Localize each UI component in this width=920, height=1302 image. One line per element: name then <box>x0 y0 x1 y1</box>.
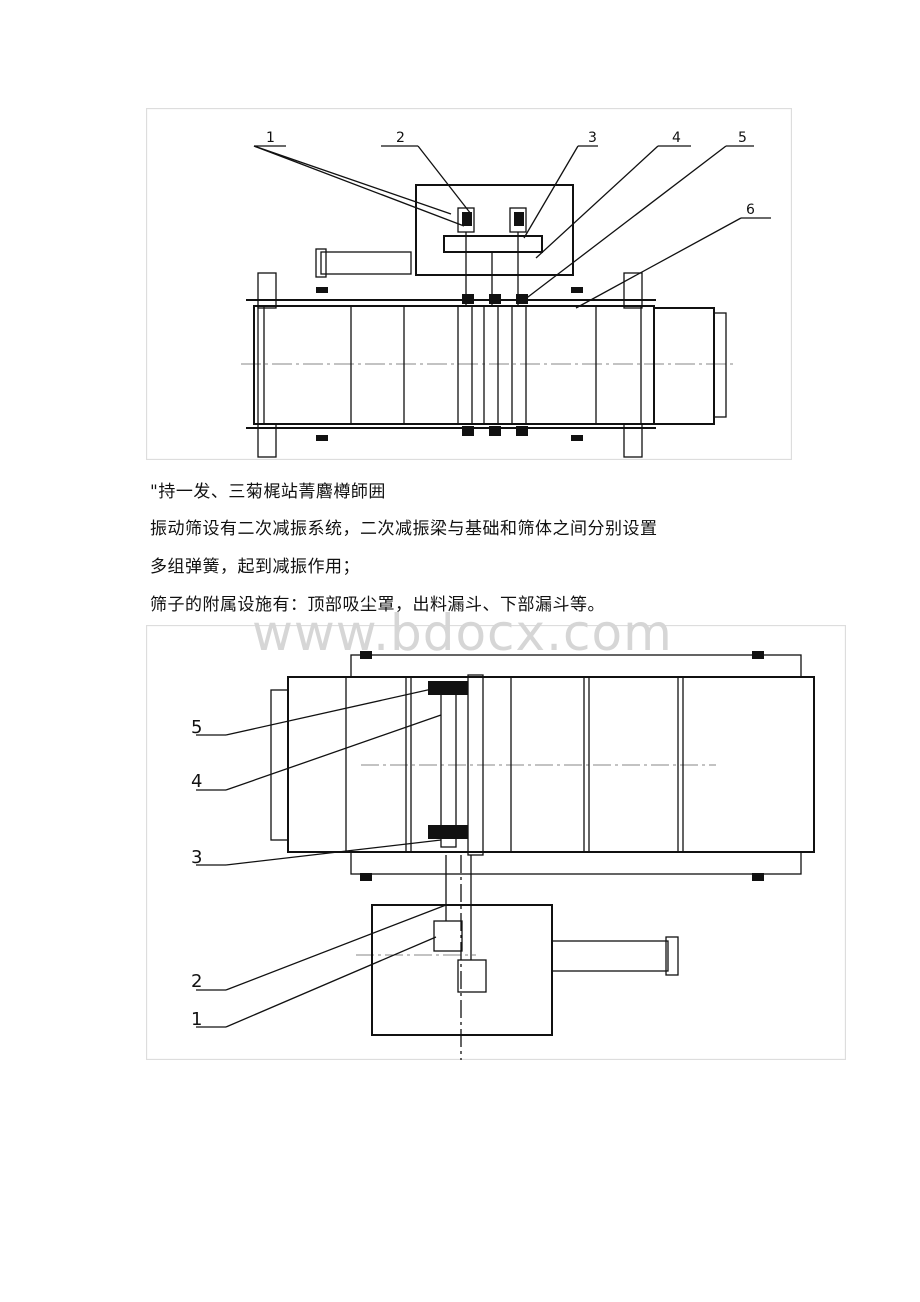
callout-label: 3 <box>588 130 597 146</box>
callout-label: 5 <box>191 717 202 738</box>
callout-label: 6 <box>746 202 755 218</box>
callout-label: 4 <box>672 130 681 146</box>
callout-label: 2 <box>396 130 405 146</box>
paragraph-caption: "持一发、三菊梶站菁麔樽師囲 <box>150 482 386 502</box>
callout-label: 3 <box>191 847 202 868</box>
paragraph-text: 振动筛设有二次减振系统，二次减振梁与基础和筛体之间分别设置 <box>150 519 658 539</box>
callout-label: 2 <box>191 971 202 992</box>
paragraph-text: 多组弹簧，起到减振作用； <box>150 557 360 577</box>
callout-label: 5 <box>738 130 747 146</box>
callout-label: 4 <box>191 771 202 792</box>
screen-plan-view-drawing: 5 4 3 2 1 <box>146 625 846 1060</box>
paragraph-text: 筛子的附属设施有：顶部吸尘罩，出料漏斗、下部漏斗等。 <box>150 595 605 615</box>
callout-label: 1 <box>191 1009 202 1030</box>
callout-label: 1 <box>266 130 275 146</box>
watermark-text: www.bdocx.com <box>252 604 673 662</box>
screen-side-elevation-drawing: 1 2 3 4 5 6 <box>146 108 792 460</box>
